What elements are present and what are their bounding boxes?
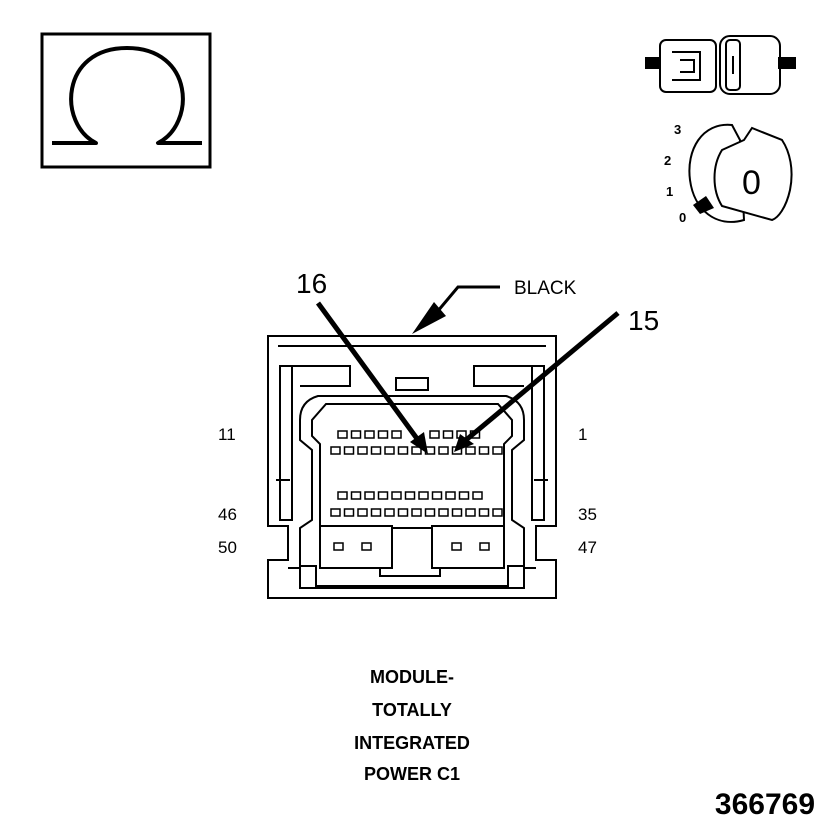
pin-callout-15: 15 xyxy=(454,305,659,452)
figure-id: 366769 xyxy=(715,788,815,821)
pin-cavity xyxy=(357,446,368,455)
pin-cavity xyxy=(492,508,503,517)
connector-face xyxy=(267,335,557,599)
pin-cavity xyxy=(418,491,429,500)
pin-cavity xyxy=(442,430,454,439)
pin-cavity xyxy=(370,446,382,455)
pin-label-46: 46 xyxy=(218,505,237,524)
key-position-1: 1 xyxy=(666,184,673,199)
pin-cavity xyxy=(377,491,389,500)
pin-cavity xyxy=(377,430,389,439)
pin-callout-16: 16 xyxy=(296,268,428,454)
pin-cavity xyxy=(411,508,422,517)
key-position-3: 3 xyxy=(674,122,681,137)
pin-callout-15-label: 15 xyxy=(628,305,659,336)
key-label: 0 xyxy=(742,164,761,202)
pin-cavity xyxy=(397,508,409,517)
pin-cavity xyxy=(361,542,372,551)
key-position-0: 0 xyxy=(679,210,686,225)
color-callout: BLACK xyxy=(412,278,577,334)
pin-cavity xyxy=(364,491,375,500)
pin-cavity xyxy=(411,446,422,455)
pin-cavity xyxy=(384,446,395,455)
title-line-3: INTEGRATED xyxy=(354,733,470,753)
pin-label-1: 1 xyxy=(578,425,587,444)
pin-cavity xyxy=(429,430,440,439)
pin-cavity xyxy=(458,491,470,500)
pin-cavity xyxy=(330,446,341,455)
connector-title: MODULE- TOTALLY INTEGRATED POWER C1 xyxy=(354,667,470,784)
pin-cavity xyxy=(465,446,476,455)
pin-cavity xyxy=(330,508,341,517)
pin-cavity xyxy=(350,491,362,500)
pin-cavity xyxy=(438,446,449,455)
ohm-icon xyxy=(40,32,212,169)
connector-color-label: BLACK xyxy=(514,278,577,299)
title-line-2: TOTALLY xyxy=(372,700,452,720)
pin-label-47: 47 xyxy=(578,538,597,557)
connector-disconnect-icon xyxy=(645,35,796,95)
pin-cavity xyxy=(478,508,490,517)
pin-cavity xyxy=(492,446,503,455)
pin-cavity xyxy=(337,491,348,500)
pin-cavity xyxy=(337,430,348,439)
pin-cavity xyxy=(397,446,409,455)
pin-cavity xyxy=(404,491,416,500)
pin-cavity xyxy=(438,508,449,517)
pin-cavity xyxy=(424,508,436,517)
pin-cavity xyxy=(364,430,375,439)
pin-label-11: 11 xyxy=(218,425,236,444)
pin-cavity xyxy=(384,508,395,517)
pin-cavity xyxy=(357,508,368,517)
pin-cavity xyxy=(465,508,476,517)
pin-cavity xyxy=(391,491,402,500)
pin-cavity xyxy=(343,446,355,455)
pin-callout-16-label: 16 xyxy=(296,268,327,299)
ignition-key-icon: 3 2 1 0 0 xyxy=(664,122,793,225)
pin-cavity xyxy=(370,508,382,517)
title-line-4: POWER C1 xyxy=(364,764,460,784)
key-position-2: 2 xyxy=(664,153,671,168)
pin-cavity xyxy=(445,491,456,500)
pin-cavity xyxy=(472,491,483,500)
pin-label-35: 35 xyxy=(578,505,597,524)
pin-cavity xyxy=(333,542,344,551)
pin-cavity xyxy=(451,508,463,517)
title-line-1: MODULE- xyxy=(370,667,454,687)
pin-cavity xyxy=(479,542,490,551)
pin-label-50: 50 xyxy=(218,538,237,557)
pin-cavity xyxy=(343,508,355,517)
pin-cavity xyxy=(451,542,462,551)
pin-cavity xyxy=(478,446,490,455)
pin-cavity xyxy=(431,491,443,500)
pin-cavity xyxy=(350,430,362,439)
pin-cavity xyxy=(391,430,402,439)
